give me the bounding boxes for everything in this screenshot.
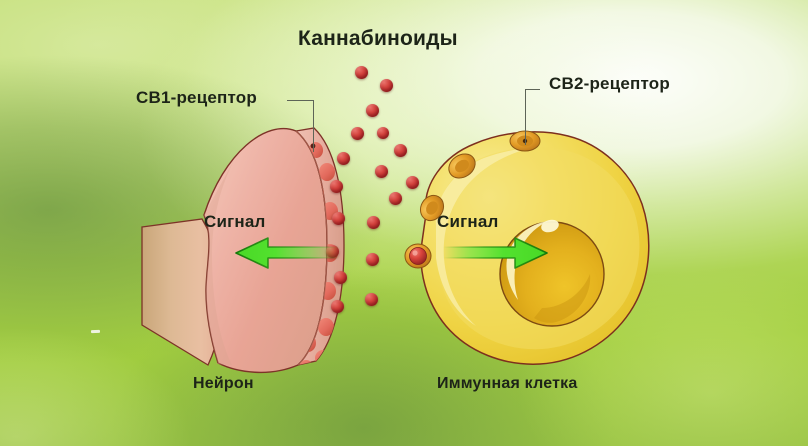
cb1-receptor-label: CB1-рецептор (136, 88, 257, 107)
immune-cell-label: Иммунная клетка (437, 375, 578, 392)
cannabinoid-molecule (364, 292, 378, 306)
cannabinoid-molecule (377, 127, 389, 139)
cannabinoid-molecule (388, 191, 402, 205)
cannabinoid-molecule (350, 126, 364, 140)
cannabinoid-molecule (405, 175, 419, 189)
cannabinoid-molecule (329, 179, 343, 193)
signal-arrow-right (443, 236, 551, 270)
cb2-receptor-label: CB2-рецептор (549, 74, 670, 93)
cannabinoids-title: Каннабиноиды (298, 27, 458, 50)
cannabinoid-molecule (365, 103, 379, 117)
cb1-leader-line-horizontal (287, 100, 314, 101)
cannabinoid-molecule (374, 164, 388, 178)
cannabinoid-molecule (393, 143, 407, 157)
cannabinoid-molecule (330, 299, 344, 313)
image-artifact-dash (90, 329, 101, 334)
cb2-receptor-target (509, 130, 541, 152)
cb2-leader-line-vertical (525, 89, 526, 145)
cannabinoid-molecule (333, 270, 347, 284)
cannabinoid-molecule (331, 211, 345, 225)
neuron-label: Нейрон (193, 375, 254, 392)
cannabinoid-molecule (365, 252, 379, 266)
cannabinoid-molecule (354, 65, 368, 79)
cb2-receptor-bound (404, 243, 432, 269)
cb2-leader-line-horizontal (525, 89, 540, 90)
cb1-leader-line-vertical (313, 100, 314, 152)
signal-label-neuron: Сигнал (204, 212, 266, 231)
cannabinoid-molecule (379, 78, 393, 92)
cb2-receptor-cluster (404, 130, 541, 269)
signal-label-immune: Сигнал (437, 212, 499, 231)
cannabinoid-molecule (366, 215, 380, 229)
cannabinoid-molecule (336, 151, 350, 165)
signal-arrow-left (232, 236, 340, 270)
